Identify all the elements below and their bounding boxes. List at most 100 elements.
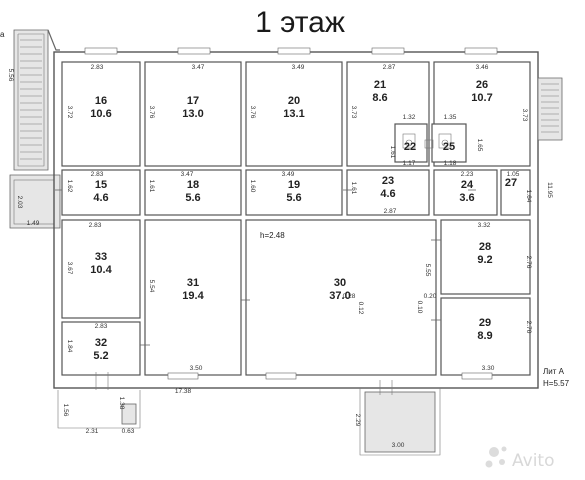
- dimension-label: 3.73: [521, 109, 528, 122]
- avito-watermark: Avito: [485, 446, 554, 471]
- dimension-label: 2.83: [95, 323, 108, 330]
- dimension-label: 1.60: [249, 180, 256, 193]
- room-number: 24: [461, 179, 474, 191]
- dimension-label: 3.76: [148, 106, 155, 119]
- dimension-label: 3.32: [478, 222, 491, 229]
- dimension-label: 1.84: [66, 340, 73, 353]
- left-stair-annex: [9, 29, 61, 229]
- toilet-25-icon: [438, 133, 452, 149]
- room-number: 27: [505, 177, 517, 189]
- dimension-label: 2.29: [354, 414, 361, 427]
- dimension-label: 3.47: [192, 64, 205, 71]
- room-area: 13.0: [182, 108, 203, 120]
- room-number: 32: [95, 337, 107, 349]
- room-number: 23: [382, 175, 394, 187]
- dimension-label: 5.56: [7, 69, 14, 82]
- lit-height-label: H=5.57: [543, 379, 570, 388]
- room-area: 5.6: [185, 192, 200, 204]
- room-23: [346, 169, 430, 216]
- room-24: [433, 169, 498, 216]
- room-area: 3.6: [459, 192, 474, 204]
- room-number: 15: [95, 179, 107, 191]
- ceiling-height-note: h=2.48: [260, 231, 285, 240]
- dimension-label: 3.73: [350, 106, 357, 119]
- dimension-label: 1.61: [389, 146, 396, 159]
- top-windows: [84, 47, 498, 55]
- dimension-label: 1.62: [66, 180, 73, 193]
- room-number: 17: [187, 95, 199, 107]
- room-27: [500, 169, 531, 216]
- door-markers: [55, 189, 476, 346]
- dimension-label: 2.87: [384, 208, 397, 215]
- room-25: [431, 123, 467, 163]
- room-31: [144, 219, 242, 376]
- dimension-label: 3.00: [392, 442, 405, 449]
- room-number: 33: [95, 251, 107, 263]
- sink-icon: [424, 139, 434, 149]
- room-number: 16: [95, 95, 107, 107]
- room-area: 13.1: [283, 108, 304, 120]
- dimension-label: 2.87: [383, 64, 396, 71]
- dimension-label: 5.54: [148, 280, 155, 293]
- room-area: 4.6: [380, 188, 395, 200]
- dimension-label: 2.83: [91, 171, 104, 178]
- dimension-label: 2.03: [16, 196, 23, 209]
- dimension-label: 1.61: [148, 180, 155, 193]
- room-number: 29: [479, 317, 491, 329]
- dimension-label: 1.49: [27, 220, 40, 227]
- room-area: 4.6: [93, 192, 108, 204]
- room-16: [61, 61, 141, 167]
- dimension-label: 1.35: [444, 114, 457, 121]
- dimension-label: 1.56: [62, 404, 69, 417]
- room-number: 18: [187, 179, 199, 191]
- room-17: [144, 61, 242, 167]
- dimension-label: 1.61: [350, 182, 357, 195]
- dimension-label: 0.12: [357, 302, 364, 315]
- entrance-porch: [359, 380, 441, 456]
- floor-title: 1 этаж: [255, 6, 345, 39]
- room-area: 5.2: [93, 350, 108, 362]
- dimension-label: 1.38: [118, 397, 125, 410]
- room-15: [61, 169, 141, 216]
- dimension-label: 0.63: [122, 428, 135, 435]
- dimension-label: 0.28: [343, 293, 356, 300]
- dimension-label: 3.49: [292, 64, 305, 71]
- toilet-22-icon: [402, 133, 416, 149]
- room-22: [394, 123, 428, 163]
- dimension-label: 2.31: [86, 428, 99, 435]
- dimension-label: 2.70: [525, 321, 532, 334]
- dimension-label: 3.67: [66, 262, 73, 275]
- room-19: [245, 169, 343, 216]
- room-area: 10.6: [90, 108, 111, 120]
- room-28: [440, 219, 531, 295]
- dimension-label: 2.76: [525, 256, 532, 269]
- dimension-label: 0.10: [416, 301, 423, 314]
- room-area: 8.6: [372, 92, 387, 104]
- room-area: 10.7: [471, 92, 492, 104]
- right-stair-annex: [537, 77, 563, 141]
- room-area: 9.2: [477, 254, 492, 266]
- room-number: 28: [479, 241, 491, 253]
- dimension-label: 3.46: [476, 64, 489, 71]
- room-area: 10.4: [90, 264, 112, 276]
- room-area: 8.9: [477, 330, 492, 342]
- corner-letter: а: [0, 30, 5, 39]
- dimension-label: 17.38: [175, 388, 192, 395]
- dimension-label: 1.65: [476, 139, 483, 152]
- dimension-label: 3.47: [181, 171, 194, 178]
- watermark-text: Avito: [512, 451, 554, 471]
- dimension-label: 1.64: [525, 190, 532, 203]
- room-area: 19.4: [182, 290, 204, 302]
- room-number: 30: [334, 277, 346, 289]
- dimension-label: 3.76: [249, 106, 256, 119]
- bottom-windows: [167, 372, 493, 380]
- room-number: 22: [404, 141, 416, 153]
- dimension-label: 5.55: [424, 264, 431, 277]
- dimension-label: 3.72: [66, 106, 73, 119]
- dimension-label: 1.18: [444, 160, 457, 167]
- left-porch: [57, 372, 141, 429]
- room-number: 19: [288, 179, 300, 191]
- room-number: 31: [187, 277, 199, 289]
- dimension-label: 2.83: [89, 222, 102, 229]
